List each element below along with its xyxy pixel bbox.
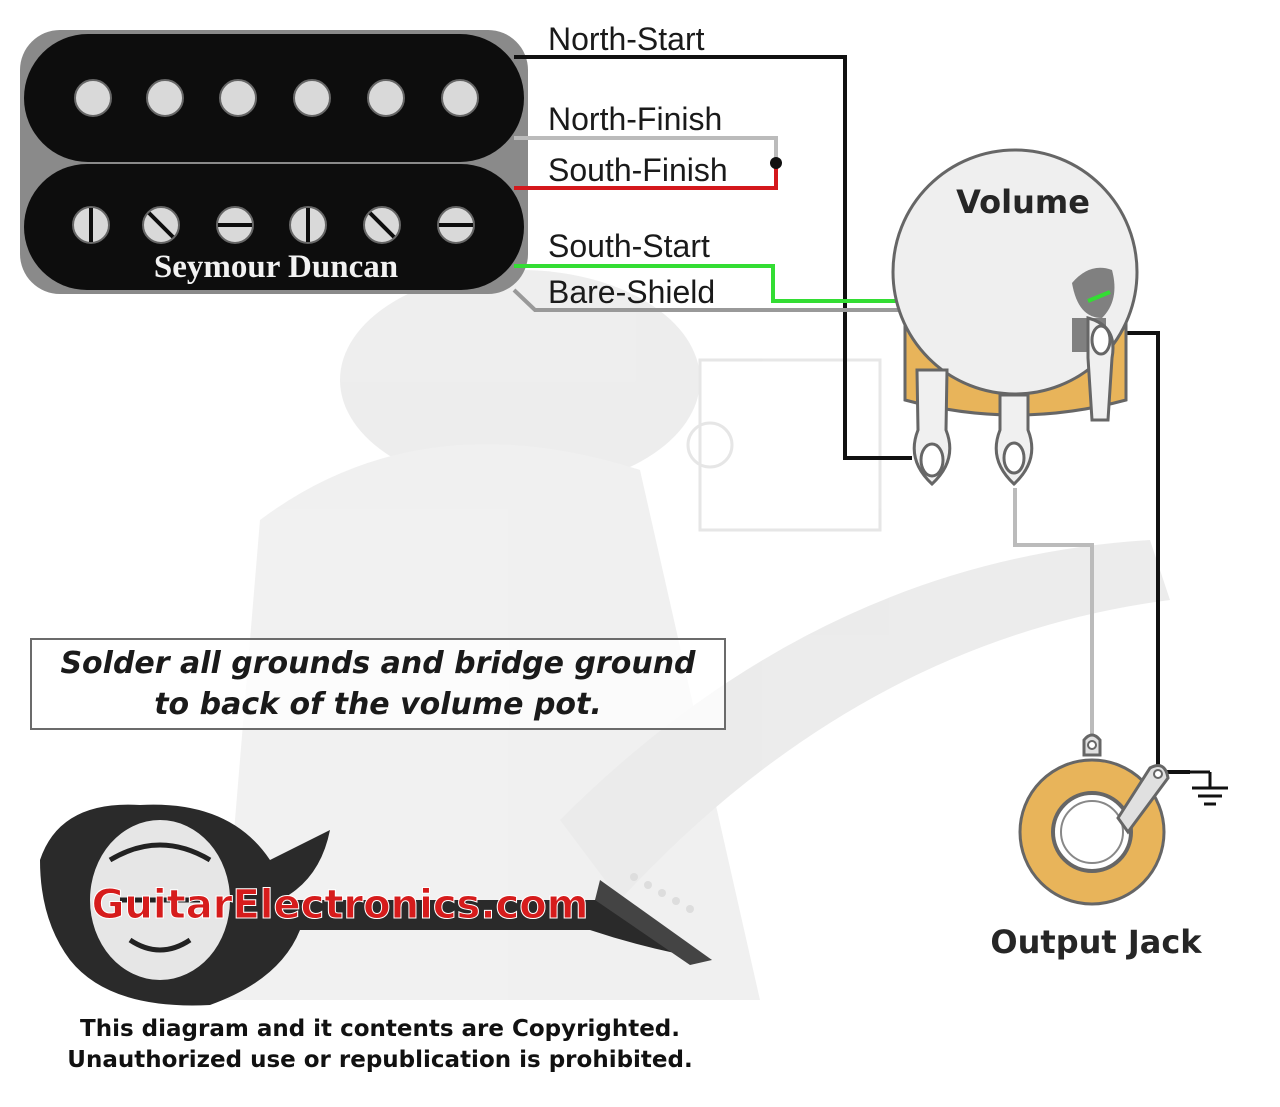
north-start-wire	[514, 55, 912, 460]
ground-symbol-icon	[1190, 770, 1228, 806]
output-jack-label: Output Jack	[990, 923, 1202, 961]
pot-to-jack-wire	[1013, 488, 1094, 738]
volume-pot: Volume	[891, 148, 1139, 487]
bare-shield-label: Bare-Shield	[548, 274, 715, 310]
note-line-1: Solder all grounds and bridge ground	[60, 646, 696, 681]
ground-solder-blob	[1072, 267, 1115, 318]
pickup-brand-label: Seymour Duncan	[154, 249, 398, 285]
south-finish-wire	[514, 166, 778, 190]
copyright-line-2: Unauthorized use or republication is pro…	[67, 1047, 693, 1073]
guitar-electronics-logo: GuitarElectronics.com	[40, 804, 712, 1006]
series-link-solder-dot	[770, 157, 782, 169]
south-start-label: South-Start	[548, 228, 710, 264]
output-jack: Output Jack	[990, 733, 1202, 961]
sleeve-lug	[1116, 764, 1170, 835]
north-coil	[24, 34, 524, 162]
jack-hole	[1051, 791, 1133, 873]
copyright-line-1: This diagram and it contents are Copyrig…	[80, 1016, 680, 1042]
north-start-label: North-Start	[548, 21, 705, 57]
wire-labels: North-Start North-Finish South-Finish So…	[548, 21, 728, 310]
ground-wire	[1118, 331, 1190, 774]
south-finish-label: South-Finish	[548, 152, 728, 188]
screw-slots	[89, 208, 473, 242]
copyright-notice: This diagram and it contents are Copyrig…	[20, 1014, 740, 1076]
pole-pieces-north	[74, 79, 479, 117]
north-finish-label: North-Finish	[548, 101, 722, 137]
south-coil	[24, 164, 524, 290]
volume-label: Volume	[956, 183, 1090, 221]
note-line-2: to back of the volume pot.	[154, 687, 602, 722]
humbucker-pickup: Seymour Duncan	[20, 30, 528, 294]
logo-text: GuitarElectronics.com	[92, 882, 589, 928]
north-finish-wire	[514, 136, 778, 166]
instruction-note: Solder all grounds and bridge ground to …	[30, 638, 726, 730]
